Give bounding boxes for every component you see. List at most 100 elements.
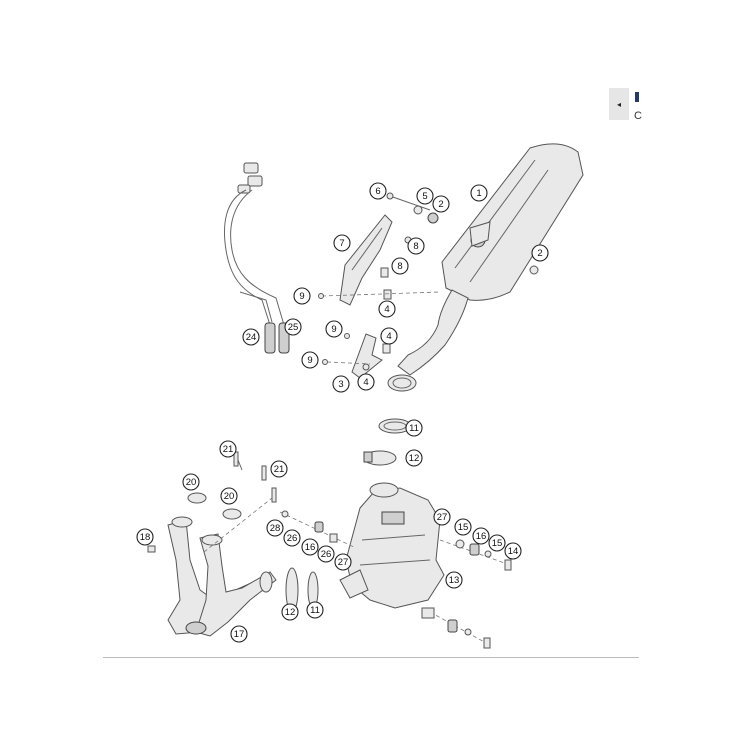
callout-circle — [454, 518, 472, 536]
callout-label: 12 — [409, 453, 420, 464]
callout-circle — [504, 542, 522, 560]
callout-c15b: 15 — [488, 534, 506, 552]
muffler — [387, 143, 584, 392]
callout-circle — [182, 473, 200, 491]
callout-c9a: 9 — [293, 287, 311, 305]
callout-c14: 14 — [504, 542, 522, 560]
callout-circle — [136, 528, 154, 546]
callout-c8b: 8 — [391, 257, 409, 275]
callout-c27b: 27 — [334, 553, 352, 571]
callout-label: 8 — [413, 241, 418, 252]
callout-c2a: 2 — [432, 195, 450, 213]
callout-c2b: 2 — [531, 244, 549, 262]
callout-circle — [266, 519, 284, 537]
clamp-gaskets — [285, 418, 412, 613]
callout-label: 21 — [274, 464, 285, 475]
callout-circle — [301, 538, 319, 556]
callout-c11b: 11 — [306, 601, 324, 619]
callout-circle — [283, 529, 301, 547]
callout-circle — [220, 487, 238, 505]
callout-c16a: 16 — [472, 527, 490, 545]
callout-label: 15 — [458, 522, 469, 533]
callout-circle — [470, 184, 488, 202]
callout-label: 7 — [339, 238, 344, 249]
exhaust-headers — [167, 516, 277, 637]
callout-c21b: 21 — [270, 460, 288, 478]
callout-label: 20 — [186, 477, 197, 488]
callout-label: 13 — [449, 575, 460, 586]
callout-c20a: 20 — [182, 473, 200, 491]
callout-circle — [242, 328, 260, 346]
callout-circle — [357, 373, 375, 391]
callout-c18: 18 — [136, 528, 154, 546]
callout-label: 21 — [223, 444, 234, 455]
callout-c12a: 12 — [405, 449, 423, 467]
callout-circle — [284, 318, 302, 336]
callout-c21a: 21 — [219, 440, 237, 458]
callout-circle — [416, 187, 434, 205]
callout-label: 15 — [492, 538, 503, 549]
callout-label: 24 — [246, 332, 257, 343]
callout-label: 11 — [310, 605, 320, 616]
callout-c8a: 8 — [407, 237, 425, 255]
callout-c15a: 15 — [454, 518, 472, 536]
callout-circle — [333, 234, 351, 252]
callout-circle — [270, 460, 288, 478]
callout-label: 20 — [224, 491, 235, 502]
hardware-fasteners — [318, 192, 441, 371]
callout-circle — [317, 545, 335, 563]
callout-label: 17 — [234, 629, 245, 640]
callout-label: 4 — [363, 377, 368, 388]
callout-circle — [325, 320, 343, 338]
callout-c12b: 12 — [281, 603, 299, 621]
callout-circle — [488, 534, 506, 552]
callout-c6: 6 — [369, 182, 387, 200]
diagram-baseline — [103, 657, 639, 658]
callout-c7: 7 — [333, 234, 351, 252]
callout-c5: 5 — [416, 187, 434, 205]
callout-c26b: 26 — [317, 545, 335, 563]
callout-circle — [472, 527, 490, 545]
callout-circle — [391, 257, 409, 275]
callout-label: 4 — [386, 331, 391, 342]
callout-label: 16 — [476, 531, 487, 542]
callout-circle — [281, 603, 299, 621]
callout-label: 9 — [307, 355, 312, 366]
callout-label: 26 — [287, 533, 298, 544]
callout-circle — [405, 449, 423, 467]
callout-label: 2 — [537, 248, 542, 259]
callout-label: 28 — [270, 523, 281, 534]
callout-c9b: 9 — [325, 320, 343, 338]
callout-label: 11 — [409, 423, 419, 434]
callout-circle — [293, 287, 311, 305]
callout-circle — [306, 601, 324, 619]
callout-c13: 13 — [445, 571, 463, 589]
callout-label: 26 — [321, 549, 332, 560]
callout-label: 27 — [338, 557, 349, 568]
mount-bolt-sets — [279, 510, 512, 649]
prev-nav-button[interactable]: ◂ — [609, 88, 629, 120]
callout-c27a: 27 — [433, 508, 451, 526]
callout-label: 14 — [508, 546, 519, 557]
callout-circle — [334, 553, 352, 571]
callout-c9c: 9 — [301, 351, 319, 369]
chevron-left-icon: ◂ — [616, 99, 621, 109]
callout-label: 9 — [299, 291, 304, 302]
callout-c4c: 4 — [357, 373, 375, 391]
callout-label: 25 — [288, 322, 299, 333]
callout-circle — [445, 571, 463, 589]
callout-c4a: 4 — [378, 300, 396, 318]
callout-label: 6 — [375, 186, 380, 197]
edge-clipped-text: C — [634, 110, 642, 122]
callout-label: 3 — [338, 379, 343, 390]
callout-circle — [432, 195, 450, 213]
callout-c24: 24 — [242, 328, 260, 346]
callout-label: 1 — [476, 188, 481, 199]
mount-bracket — [351, 333, 383, 379]
callout-c1: 1 — [470, 184, 488, 202]
callout-circle — [531, 244, 549, 262]
callout-label: 8 — [397, 261, 402, 272]
callout-circle — [380, 327, 398, 345]
callout-circle — [369, 182, 387, 200]
